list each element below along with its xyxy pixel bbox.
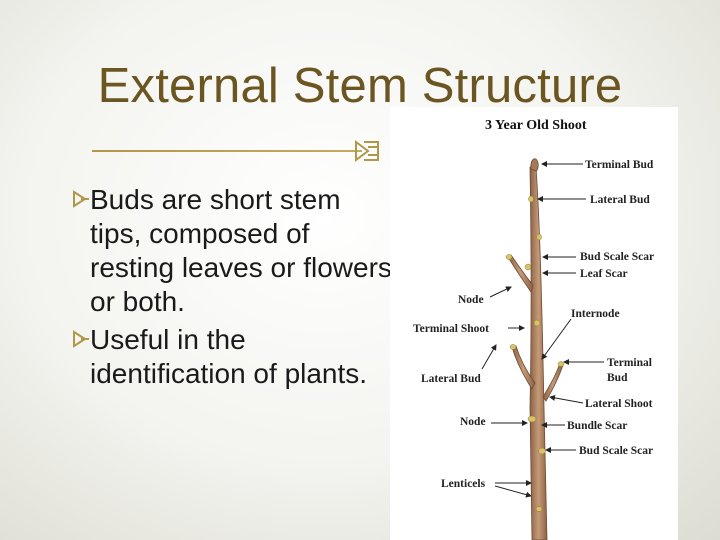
svg-text:Bundle Scar: Bundle Scar [567, 420, 627, 432]
left-labels: Node Terminal Shoot Lateral Bud Node Len… [413, 286, 532, 498]
svg-text:Node: Node [458, 294, 484, 306]
svg-text:Bud Scale Scar: Bud Scale Scar [579, 445, 653, 457]
bullet-text: Buds are short stem tips, composed of re… [90, 184, 392, 317]
svg-text:Lateral Shoot: Lateral Shoot [585, 398, 653, 410]
svg-text:Lenticels: Lenticels [441, 478, 486, 490]
upper-branch [507, 254, 534, 293]
svg-text:Terminal Shoot: Terminal Shoot [413, 323, 489, 335]
svg-text:Bud Scale Scar: Bud Scale Scar [580, 251, 654, 263]
bullet-list: Buds are short stem tips, composed of re… [72, 183, 392, 395]
svg-text:Leaf Scar: Leaf Scar [580, 268, 628, 280]
figure-title: 3 Year Old Shoot [485, 118, 587, 133]
bullet-text: Useful in the identification of plants. [90, 324, 368, 389]
stem-diagram: 3 Year Old Shoot [390, 107, 678, 540]
bullet-item: Useful in the identification of plants. [72, 323, 392, 391]
slide-title: External Stem Structure [97, 59, 623, 113]
title-divider [92, 150, 362, 152]
stem-diagram-svg: 3 Year Old Shoot [413, 118, 654, 540]
main-stem [529, 166, 548, 540]
leaf-scars [505, 195, 565, 512]
svg-text:Terminal: Terminal [607, 357, 652, 369]
terminal-bud-shape [530, 158, 539, 172]
svg-text:Internode: Internode [571, 308, 620, 320]
bullet-item: Buds are short stem tips, composed of re… [72, 183, 392, 319]
right-labels: Terminal Bud Lateral Bud Bud Scale Scar … [537, 159, 654, 457]
svg-text:Terminal Bud: Terminal Bud [585, 159, 654, 171]
lateral-shoot-right [542, 362, 564, 402]
bullet-arrow-icon [73, 330, 89, 348]
bullet-arrow-icon [73, 190, 89, 208]
svg-text:Node: Node [460, 416, 486, 428]
svg-text:Lateral Bud: Lateral Bud [590, 194, 650, 206]
divider-ornament-icon [355, 140, 379, 162]
svg-text:Lateral Bud: Lateral Bud [421, 373, 481, 385]
svg-text:Bud: Bud [607, 372, 628, 384]
